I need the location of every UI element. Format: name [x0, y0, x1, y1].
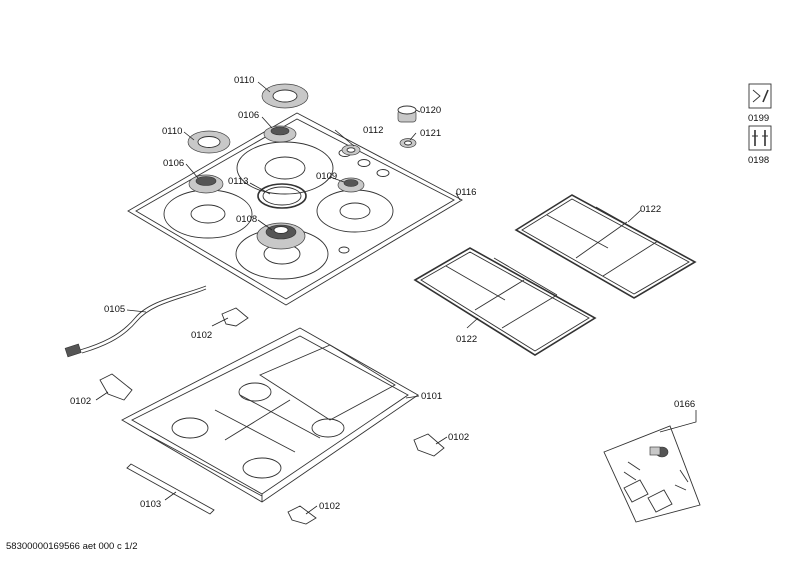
- label-0122-left: 0122: [456, 334, 477, 345]
- drawing-number-footer: 58300000169566 aet 000 c 1/2: [6, 541, 138, 552]
- leader-lines: [95, 81, 697, 515]
- label-0106-top: 0106: [238, 110, 259, 121]
- label-0106-left: 0106: [163, 158, 184, 169]
- label-0112: 0112: [363, 125, 383, 136]
- label-0101: 0101: [421, 391, 442, 402]
- tool-icon-0198: [748, 125, 772, 151]
- label-0108: 0108: [236, 214, 257, 225]
- burner-cap-0113: [257, 183, 307, 209]
- label-0121: 0121: [420, 128, 441, 139]
- label-0199: 0199: [748, 113, 769, 124]
- bracket-0102-d: [287, 505, 317, 525]
- pan-support-0122-left: [413, 247, 597, 356]
- label-0198: 0198: [748, 155, 769, 166]
- bracket-0102-c: [413, 433, 445, 457]
- burner-crown-0106-left: [188, 174, 224, 194]
- accessory-kit-0166: [603, 425, 701, 523]
- label-0102-a: 0102: [191, 330, 212, 341]
- label-0102-c: 0102: [448, 432, 469, 443]
- label-0110-top: 0110: [234, 75, 254, 86]
- label-0105: 0105: [104, 304, 125, 315]
- knob-0120: [397, 105, 417, 123]
- cable-0105: [64, 285, 207, 358]
- label-0102-d: 0102: [319, 501, 340, 512]
- label-0110-left: 0110: [162, 126, 182, 137]
- label-0103: 0103: [140, 499, 161, 510]
- knob-ring-0112: [341, 144, 361, 156]
- burner-crown-0108: [256, 222, 306, 250]
- label-0109: 0109: [316, 171, 337, 182]
- bracket-0102-a: [221, 307, 249, 327]
- ring-0121: [399, 138, 417, 148]
- part-labels: 0110 0110 0106 0106 0112 0120 0121 0113 …: [70, 75, 769, 512]
- burner-crown-0106-top: [263, 125, 297, 143]
- tool-icon-0199: [748, 83, 772, 109]
- hob-top-plate: [127, 112, 463, 306]
- burner-crown-0109: [337, 177, 365, 193]
- burner-ring-0110-left: [187, 130, 231, 154]
- strip-0103: [126, 463, 215, 515]
- burner-ring-0110-top: [261, 83, 309, 109]
- bottom-tray-0101: [121, 327, 419, 503]
- label-0120: 0120: [420, 105, 441, 116]
- bracket-0102-b: [99, 373, 133, 401]
- label-0113: 0113: [228, 176, 248, 187]
- label-0102-b: 0102: [70, 396, 91, 407]
- label-0122-right: 0122: [640, 204, 661, 215]
- pan-support-0122-right: [514, 194, 697, 299]
- label-0166: 0166: [674, 399, 695, 410]
- label-0116: 0116: [456, 187, 476, 198]
